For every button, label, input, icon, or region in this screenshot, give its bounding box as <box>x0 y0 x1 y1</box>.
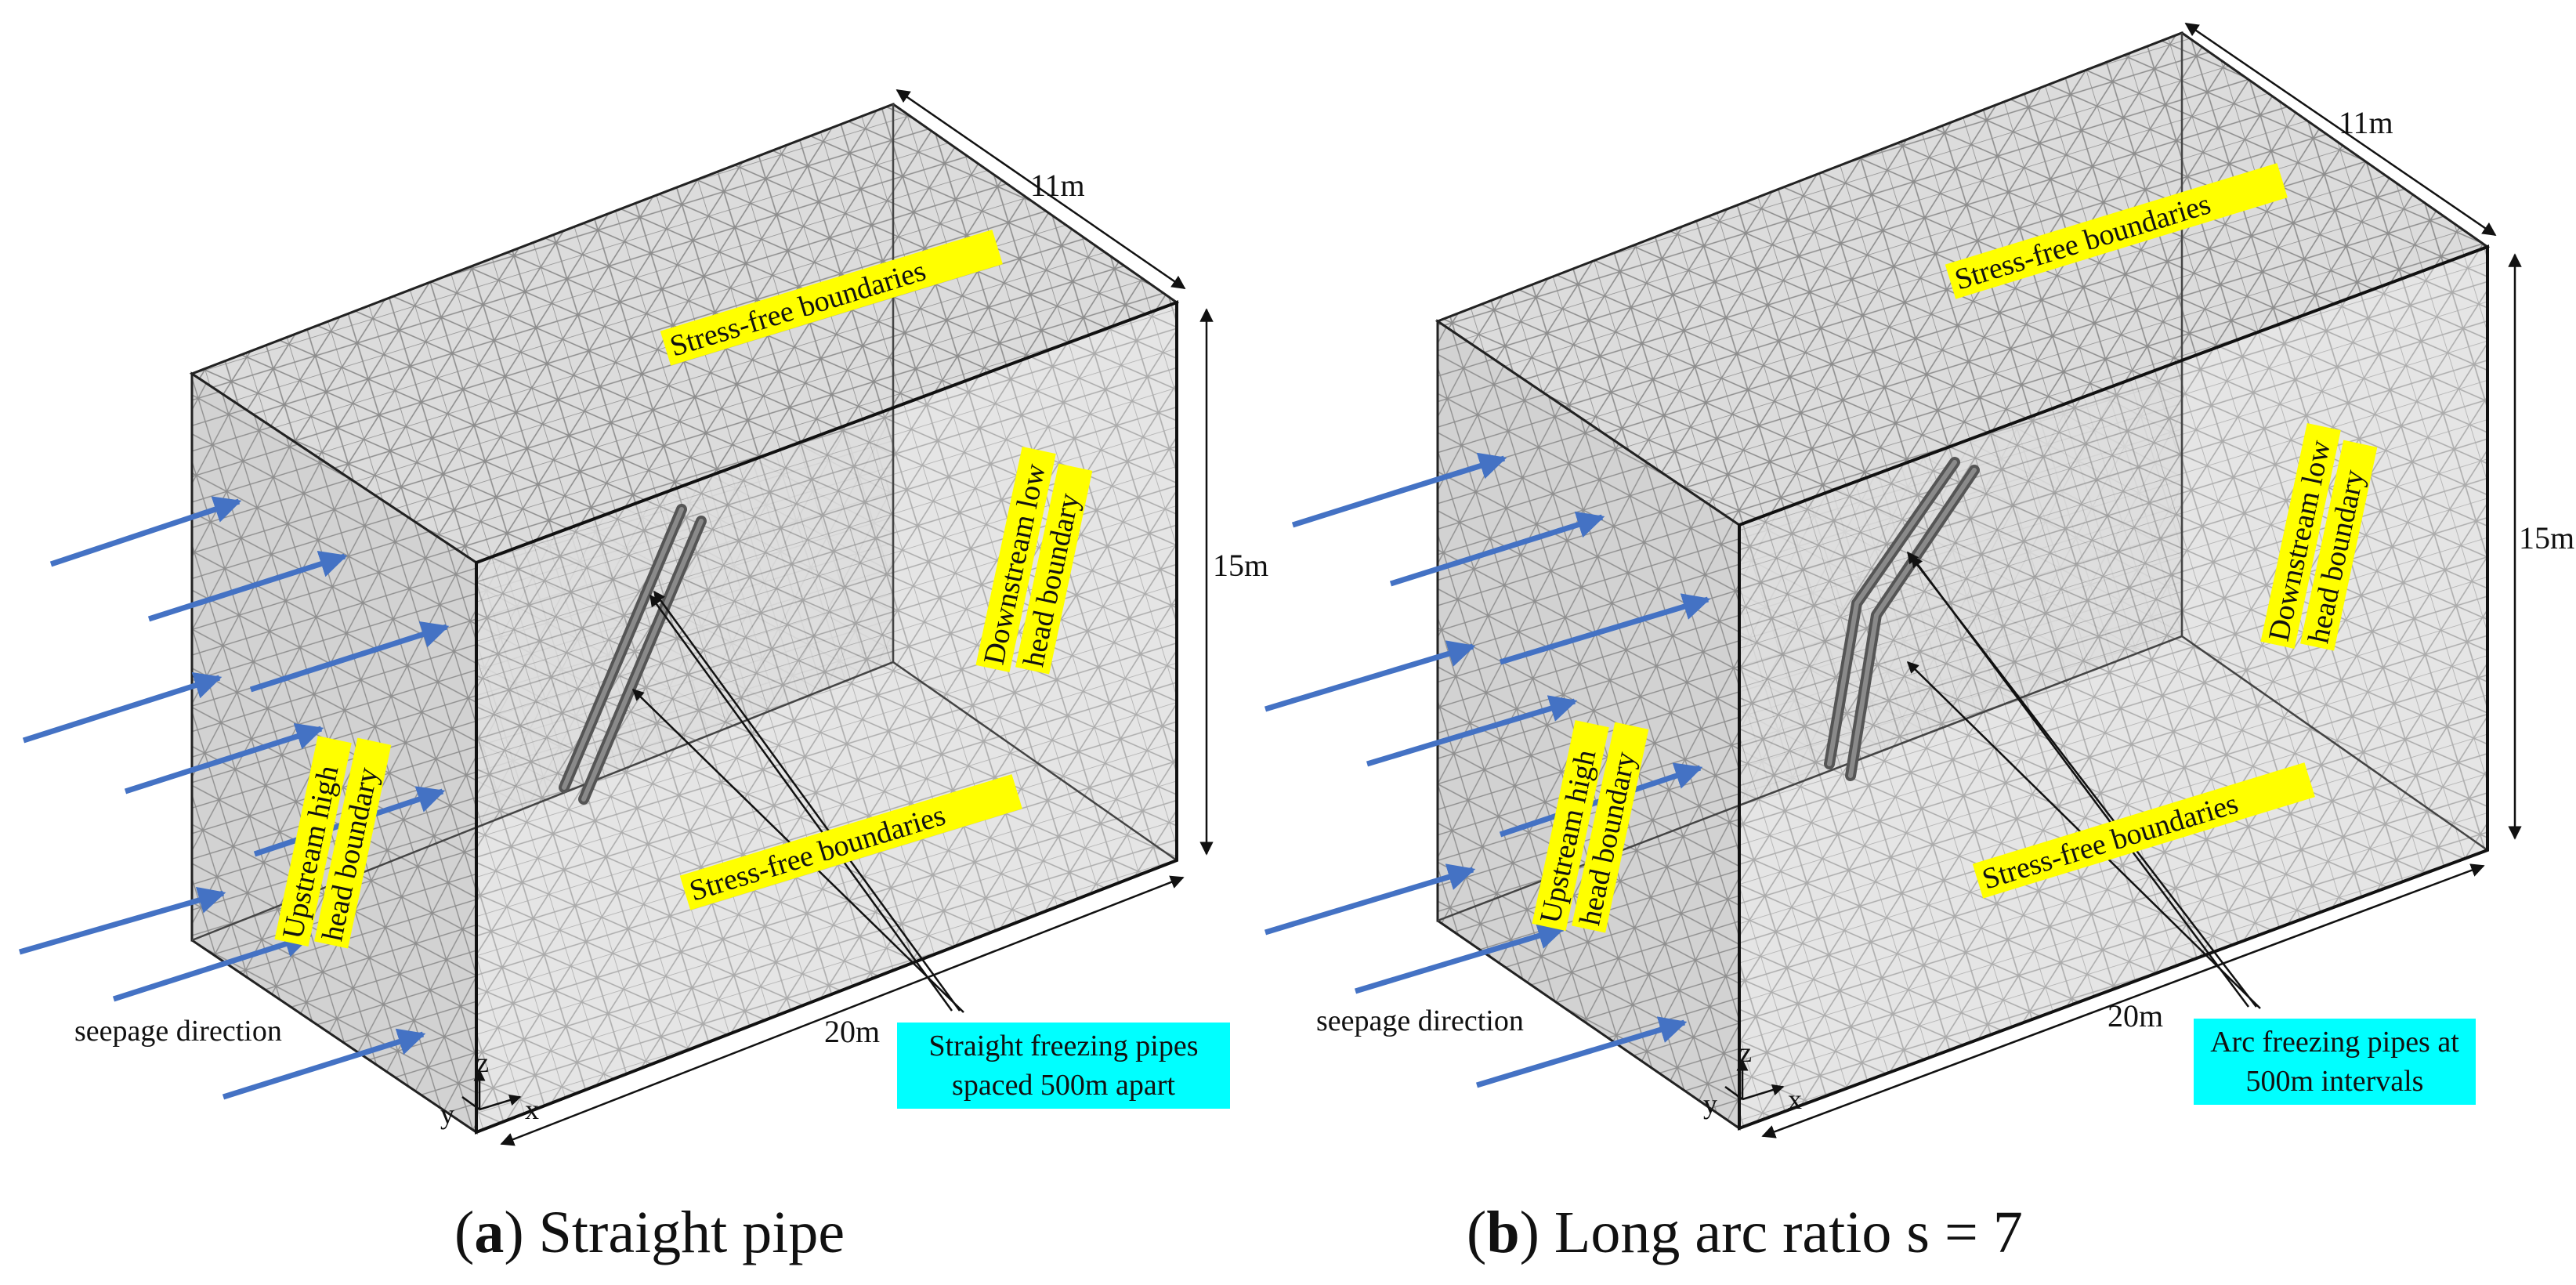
top-boundary-label-highlight <box>660 230 1003 366</box>
seepage-arrow <box>1366 695 1578 767</box>
downstream-boundary-label-highlight <box>975 447 1056 672</box>
seepage-arrow <box>19 886 226 955</box>
axis-z-label: z <box>476 1047 489 1078</box>
dim-depth-label: 11m <box>2339 105 2393 140</box>
seepage-arrow <box>249 621 450 693</box>
axis-x-label: x <box>525 1094 539 1125</box>
upstream-boundary-label-highlight <box>314 737 392 949</box>
seepage-arrow <box>222 1028 426 1100</box>
freezing-pipe-highlight <box>562 507 684 790</box>
seepage-arrow <box>1354 922 1566 994</box>
top-boundary-label-highlight <box>1945 163 2288 299</box>
axis-y-label: y <box>1703 1088 1717 1120</box>
seepage-arrow <box>1389 511 1605 587</box>
seepage-arrow <box>1291 452 1507 528</box>
pipe-callout-box <box>897 1023 1230 1109</box>
seepage-arrow <box>1499 593 1711 665</box>
seepage-arrow <box>1264 640 1476 712</box>
freezing-pipe-highlight <box>581 519 704 802</box>
pipe-callout-text: Arc freezing pipes at <box>2210 1026 2459 1059</box>
pipe-callout-text: 500m intervals <box>2246 1065 2424 1098</box>
front-outline <box>1738 244 2489 1131</box>
axis-x-label: x <box>1788 1084 1802 1115</box>
seepage-direction-label: seepage direction <box>1316 1004 1524 1037</box>
caption-a: (a) Straight pipe <box>454 1200 845 1265</box>
downstream-boundary-label-highlight <box>1015 463 1093 675</box>
bottom-boundary-label-highlight <box>679 774 1022 910</box>
seepage-arrow <box>22 671 223 744</box>
dim-width-label: 20m <box>824 1014 880 1049</box>
upstream-boundary-label-highlight <box>1572 722 1649 933</box>
axis-z-label: z <box>1739 1037 1752 1068</box>
upstream-boundary-label-highlight <box>1532 720 1609 931</box>
seepage-arrow <box>112 930 313 1002</box>
dim-width-line <box>1761 863 2485 1138</box>
dim-depth-line <box>2184 22 2497 237</box>
downstream-boundary-label-highlight <box>2260 423 2341 649</box>
axis-x <box>1742 1084 1785 1101</box>
dim-height-label: 15m <box>2519 520 2574 556</box>
dim-height-label: 15m <box>1213 548 1268 583</box>
seepage-arrow <box>1475 1016 1688 1088</box>
seepage-arrow <box>147 550 348 622</box>
caption-b: (b) Long arc ratio s = 7 <box>1467 1200 2023 1265</box>
dim-depth-line <box>895 89 1186 290</box>
seepage-arrow <box>1264 863 1476 936</box>
seepage-arrow <box>124 722 324 795</box>
axis-y <box>461 1095 480 1111</box>
front-outline <box>475 300 1178 1135</box>
axis-y-label: y <box>440 1099 454 1130</box>
pipe-callout-text: spaced 500m apart <box>952 1069 1175 1102</box>
dim-depth-label: 11m <box>1030 168 1085 203</box>
axis-y <box>1724 1085 1743 1101</box>
axis-x <box>479 1094 522 1111</box>
freezing-pipe-highlight <box>1848 468 1977 778</box>
dim-width-line <box>500 875 1185 1146</box>
pipe-callout-box <box>2194 1019 2476 1105</box>
freezing-pipe-highlight <box>1827 460 1957 766</box>
upstream-boundary-label-highlight <box>274 736 352 947</box>
seepage-arrow <box>49 496 242 567</box>
downstream-boundary-label-highlight <box>2300 440 2378 651</box>
bottom-boundary-label-highlight <box>1972 762 2315 899</box>
dim-width-label: 20m <box>2107 998 2163 1033</box>
pipe-callout-text: Straight freezing pipes <box>928 1030 1198 1062</box>
seepage-direction-label: seepage direction <box>74 1015 282 1048</box>
